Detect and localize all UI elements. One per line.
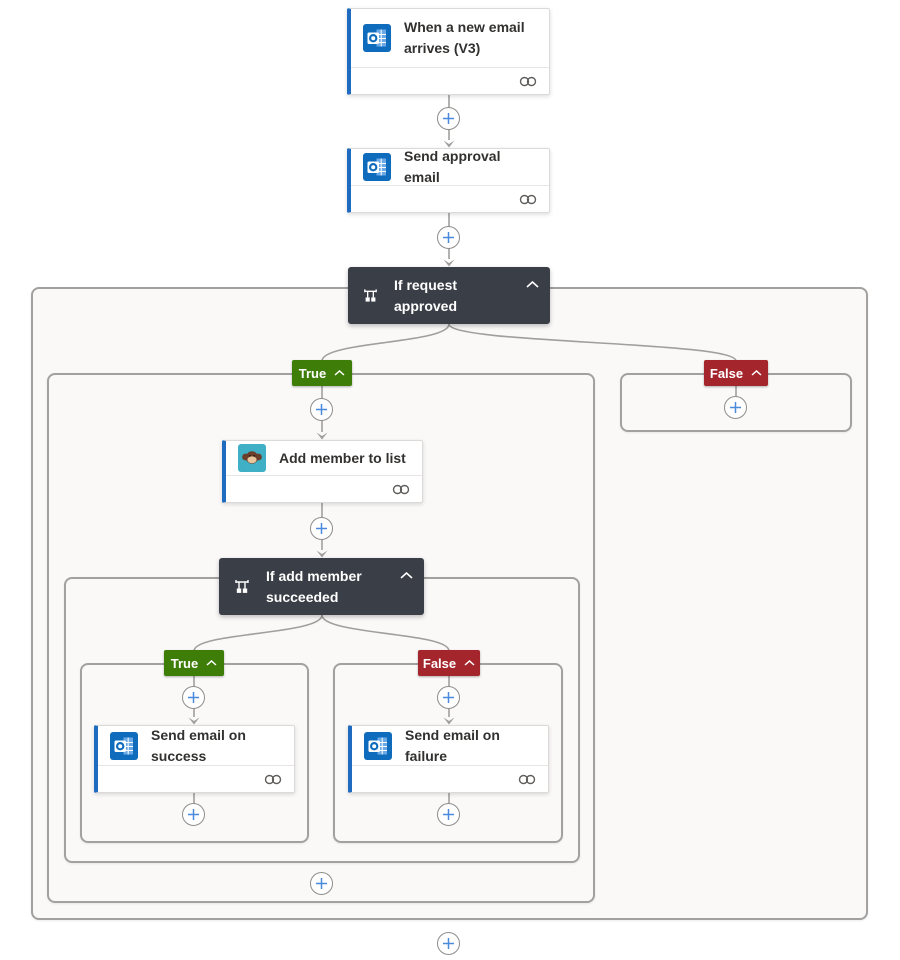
chevron-up-icon[interactable] [334,370,345,376]
chevron-up-icon[interactable] [751,370,762,376]
chevron-up-icon[interactable] [464,660,475,666]
link-icon [264,774,282,784]
condition-card-if-add-member-succeeded[interactable]: If add member succeeded [219,558,424,615]
plus-icon [188,692,199,703]
link-icon [519,194,537,204]
action-card-send-approval-email[interactable]: Send approval email [347,148,550,213]
card-footer [351,185,549,212]
inner-false-branch-badge[interactable]: False [418,650,480,676]
plus-icon [316,404,327,415]
card-title: If request approved [394,276,458,314]
insert-step-button-true-branch-bottom[interactable] [310,872,333,895]
plus-icon [443,938,454,949]
insert-step-button-end-of-flow[interactable] [437,932,460,955]
badge-label: False [709,365,744,381]
card-title: Send approval email [404,148,501,185]
chevron-up-icon[interactable] [526,281,539,288]
condition-branch-icon [364,288,377,302]
action-card-add-member-to-list[interactable]: Add member to list [222,440,423,503]
trigger-card-when-new-email-arrives[interactable]: When a new email arrives (V3) [347,8,550,95]
badge-label: True [170,655,199,671]
insert-step-button-false-branch[interactable] [724,396,747,419]
plus-icon [316,523,327,534]
link-icon [518,774,536,784]
card-header: Send email on failure [352,726,548,765]
card-title: If add member succeeded [266,567,362,605]
chevron-up-icon[interactable] [400,572,413,579]
insert-step-button-after-add-member[interactable] [310,517,333,540]
plus-icon [443,232,454,243]
false-branch-badge[interactable]: False [704,360,768,386]
insert-step-button-after-approval[interactable] [437,226,460,249]
outlook-icon [110,731,138,760]
inner-true-branch-badge[interactable]: True [164,650,224,676]
card-header: Send email on success [98,726,294,765]
true-branch-badge[interactable]: True [292,360,352,386]
badge-label: False [422,655,457,671]
card-header: When a new email arrives (V3) [351,9,549,67]
plus-icon [443,692,454,703]
action-card-send-email-on-failure[interactable]: Send email on failure [348,725,549,793]
card-header: Add member to list [226,441,422,475]
insert-step-button-after-failure[interactable] [437,803,460,826]
card-footer [226,475,422,502]
outlook-icon [363,153,391,181]
outlook-icon [363,24,391,52]
condition-branch-icon [235,579,249,593]
insert-step-button-true-branch-top[interactable] [310,398,333,421]
insert-step-button-inner-false-top[interactable] [437,686,460,709]
card-footer [98,765,294,792]
card-header: Send approval email [351,148,549,185]
link-icon [519,76,537,86]
action-card-send-email-on-success[interactable]: Send email on success [94,725,295,793]
card-title: When a new email arrives (V3) [404,19,525,56]
card-footer [351,67,549,94]
insert-step-button-after-trigger[interactable] [437,107,460,130]
card-title: Add member to list [279,449,406,466]
chevron-up-icon[interactable] [206,660,217,666]
condition-card-if-request-approved[interactable]: If request approved [348,267,550,324]
card-title: Send email on success [151,726,246,764]
card-footer [352,765,548,792]
insert-step-button-inner-true-top[interactable] [182,686,205,709]
plus-icon [730,402,741,413]
insert-step-button-after-success[interactable] [182,803,205,826]
mailchimp-icon [238,444,266,472]
badge-label: True [298,365,327,381]
plus-icon [316,878,327,889]
outlook-icon [364,731,392,760]
plus-icon [443,113,454,124]
link-icon [392,484,410,494]
plus-icon [188,809,199,820]
card-title: Send email on failure [405,726,500,764]
plus-icon [443,809,454,820]
